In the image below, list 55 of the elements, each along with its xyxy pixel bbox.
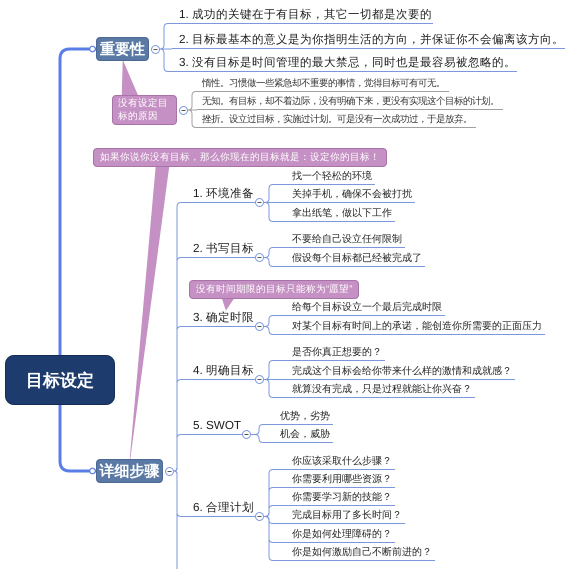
branch-line [264, 315, 276, 327]
branch-line [264, 379, 276, 398]
branch-line [264, 202, 276, 222]
branch-line [264, 257, 276, 267]
detail-item: 你需要学习新的技能？ [276, 491, 395, 506]
detail-item: 你需要利用哪些资源？ [276, 473, 395, 488]
branch-line [160, 48, 172, 50]
detail-item: 关掉手机，确保不会被打扰 [276, 188, 415, 203]
callout-pointer [122, 60, 138, 96]
detail-item: 惰性。习惯做一些紧急却不重要的事情，觉得目标可有可无。 [197, 77, 449, 92]
branch-line [188, 110, 198, 128]
branch-line [264, 360, 276, 380]
detail-item: 不要给自己设立任何限制 [276, 233, 405, 248]
detail-item: 挫折。设立过目标，实施过计划。可是没有一次成功过，于是放弃。 [197, 113, 476, 128]
branch-line [264, 184, 276, 203]
detail-item: 你是如何处理障碍的？ [276, 528, 395, 543]
detail-item: 假设每个目标都已经被完成了 [276, 252, 425, 267]
subtopic: 5. SWOT [183, 418, 242, 435]
branch-line [264, 247, 276, 258]
branch-line [250, 434, 266, 443]
detail-item: 优势，劣势 [266, 410, 333, 425]
branch-line [174, 434, 184, 472]
detail-item: 是否你真正想要的？ [276, 346, 385, 361]
branch-line [264, 326, 276, 335]
branch-line [58, 46, 96, 355]
subtopic: 4. 明确目标 [183, 363, 255, 380]
callout-pointer [222, 298, 235, 311]
topic-box: 重要性 [96, 37, 149, 61]
branch-line [188, 91, 198, 110]
detail-item: 就算没有完成，只是过程就能让你兴奋？ [276, 383, 475, 398]
detail-item: 完成目标用了多长时间？ [276, 509, 405, 524]
detail-item: 无知。有目标，却不着边际，没有明确下来，更没有实现这个目标的计划。 [197, 95, 503, 110]
detail-item: 对某个目标有时间上的承诺，能创造你所需要的正面压力 [276, 320, 545, 335]
subtopic: 3. 没有目标是时间管理的最大禁忌，同时也是最容易被忽略的。 [172, 55, 517, 72]
subtopic: 1. 成功的关键在于有目标，其它一切都是次要的 [172, 7, 433, 24]
subtopic: 3. 确定时限 [183, 310, 255, 327]
detail-item: 拿出纸笔，做以下工作 [276, 207, 395, 222]
topic-box: 详细步骤 [96, 459, 163, 483]
callout-box: 如果你说你没有目标，那么你现在的目标就是：设定你的目标！ [93, 148, 387, 167]
detail-item: 你应该采取什么步骤？ [276, 455, 395, 470]
detail-item: 给每个目标设立一个最后完成时限 [276, 301, 445, 316]
subtopic: 2. 书写目标 [183, 241, 255, 258]
detail-item: 机会，威胁 [266, 428, 333, 443]
detail-item: 找一个轻松的环境 [276, 170, 375, 185]
subtopic: 1. 环境准备 [183, 186, 255, 203]
branch-line [58, 405, 96, 474]
subtopic: 2. 目标最基本的意义是为你指明生活的方向，并保证你不会偏离该方向。 [172, 32, 565, 49]
detail-item: 完成这个目标会给你带来什么样的激情和成就感？ [276, 365, 515, 380]
subtopic: 6. 合理计划 [183, 500, 255, 517]
callout-pointer [130, 166, 170, 460]
branch-line [174, 470, 178, 569]
branch-line [264, 505, 276, 517]
detail-item: 你是如何激励自己不断前进的？ [276, 546, 435, 561]
central-topic-box: 目标设定 [5, 355, 115, 405]
branch-line [264, 516, 276, 561]
